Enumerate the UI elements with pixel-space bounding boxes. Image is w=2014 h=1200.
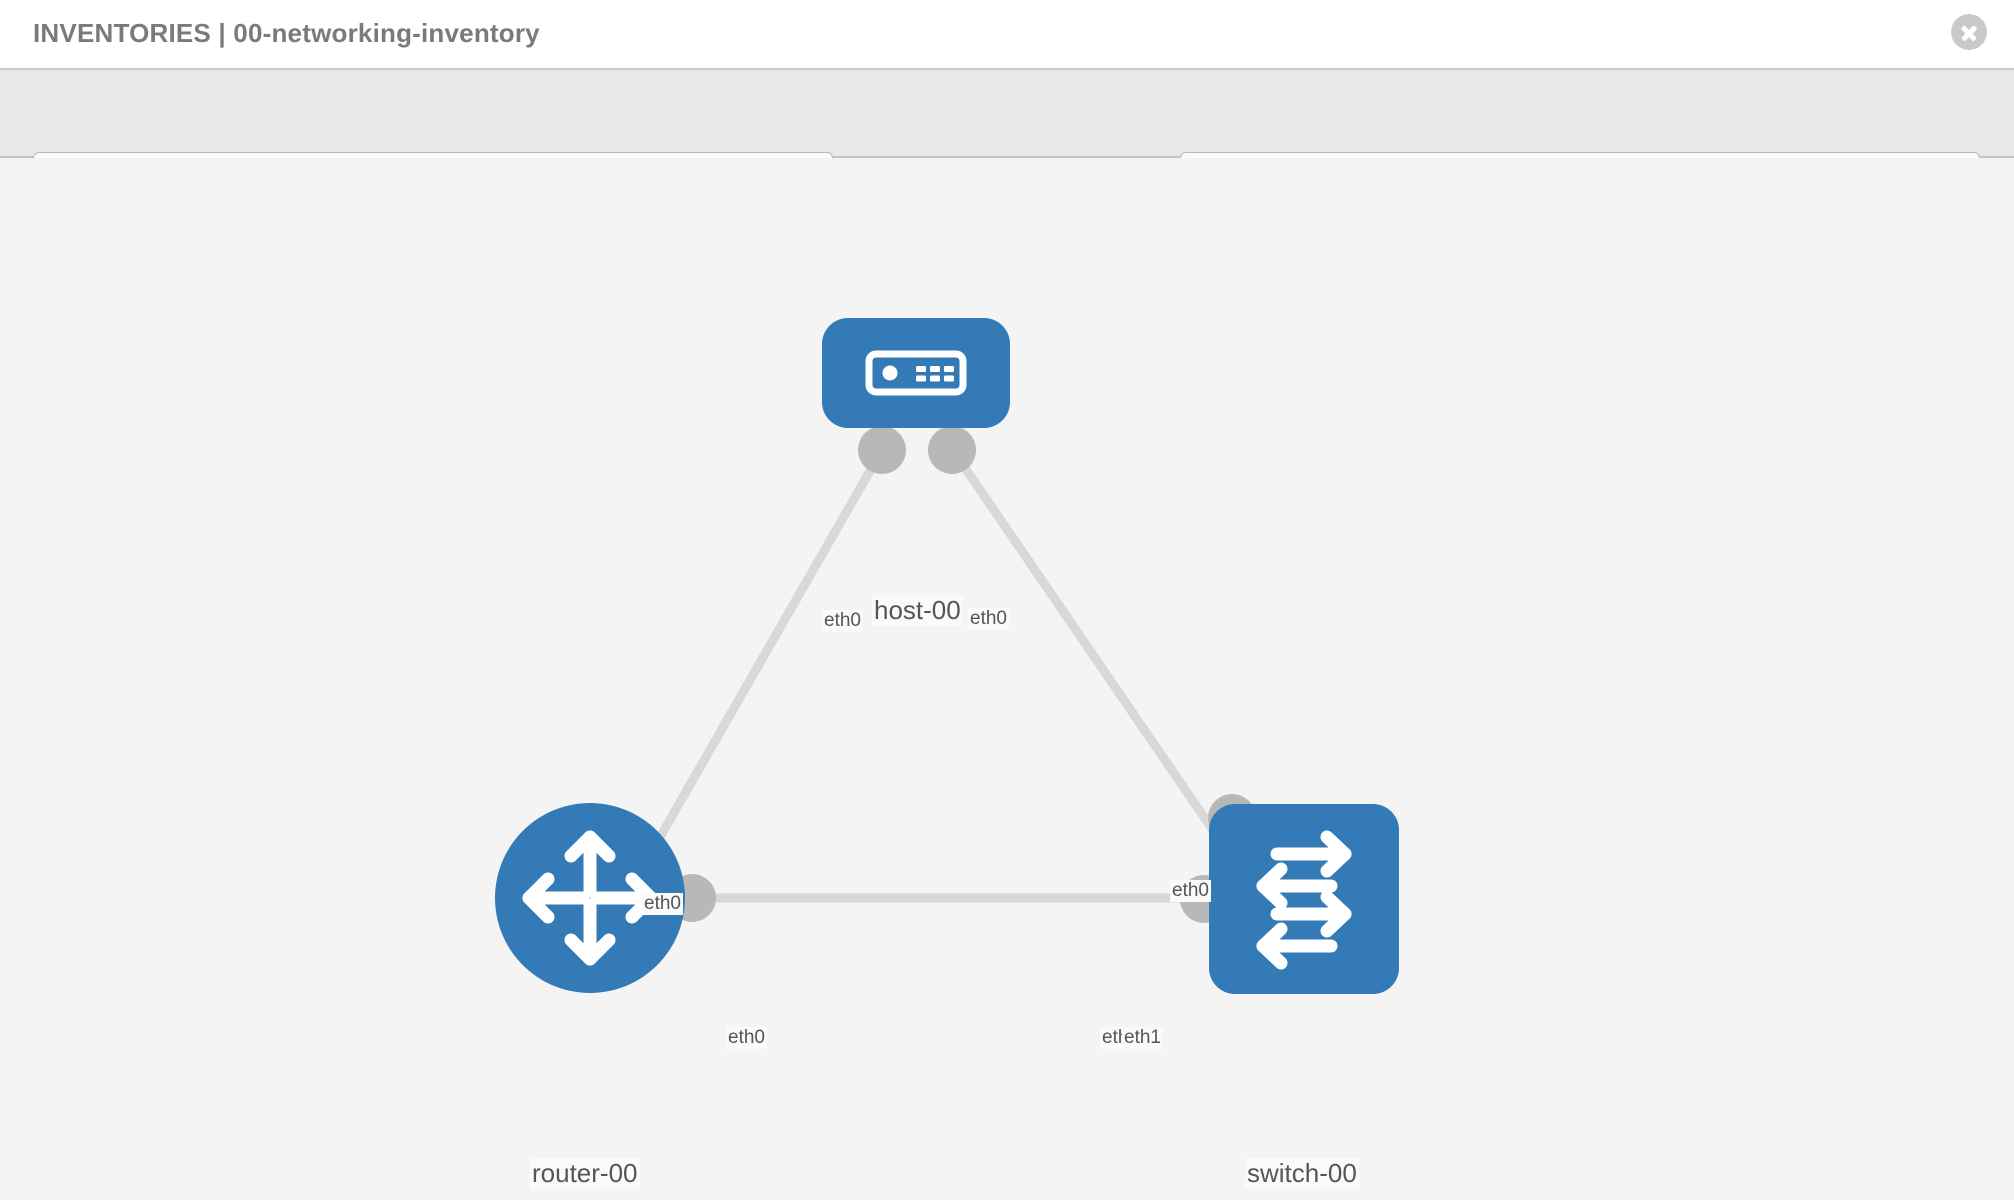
page-title: INVENTORIES | 00-networking-inventory xyxy=(33,18,540,48)
link-host-switch xyxy=(944,440,1236,861)
interface-host-right xyxy=(928,426,976,474)
close-icon[interactable] xyxy=(1951,14,1987,50)
link-host-router xyxy=(644,440,890,861)
interface-label-switch-up[interactable]: eth0 xyxy=(1170,880,1211,902)
host-icon xyxy=(865,350,967,396)
node-label-host-00[interactable]: host-00 xyxy=(872,595,963,626)
node-label-router-00[interactable]: router-00 xyxy=(530,1158,640,1189)
interface-label-host-left[interactable]: eth0 xyxy=(822,610,863,632)
topology-canvas[interactable]: host-00 router-00 switch-00 eth0 eth0 et… xyxy=(0,158,2014,1200)
topology-graph xyxy=(644,426,1256,923)
interface-host-left xyxy=(858,426,906,474)
interface-label-host-right[interactable]: eth0 xyxy=(968,608,1009,630)
page-header: INVENTORIES | 00-networking-inventory xyxy=(0,0,2014,70)
toolbar: ACTIONS SEARCH xyxy=(0,70,2014,202)
node-switch-00[interactable] xyxy=(1209,804,1399,994)
switch-icon xyxy=(1256,830,1352,970)
node-label-switch-00[interactable]: switch-00 xyxy=(1245,1158,1359,1189)
interface-label-switch-eth1[interactable]: eth1 xyxy=(1122,1027,1163,1049)
topology-links xyxy=(644,440,1236,903)
interface-label-router-eth0[interactable]: eth0 xyxy=(726,1027,767,1049)
node-host-00[interactable] xyxy=(822,318,1010,428)
interface-label-router-up[interactable]: eth0 xyxy=(642,893,683,915)
